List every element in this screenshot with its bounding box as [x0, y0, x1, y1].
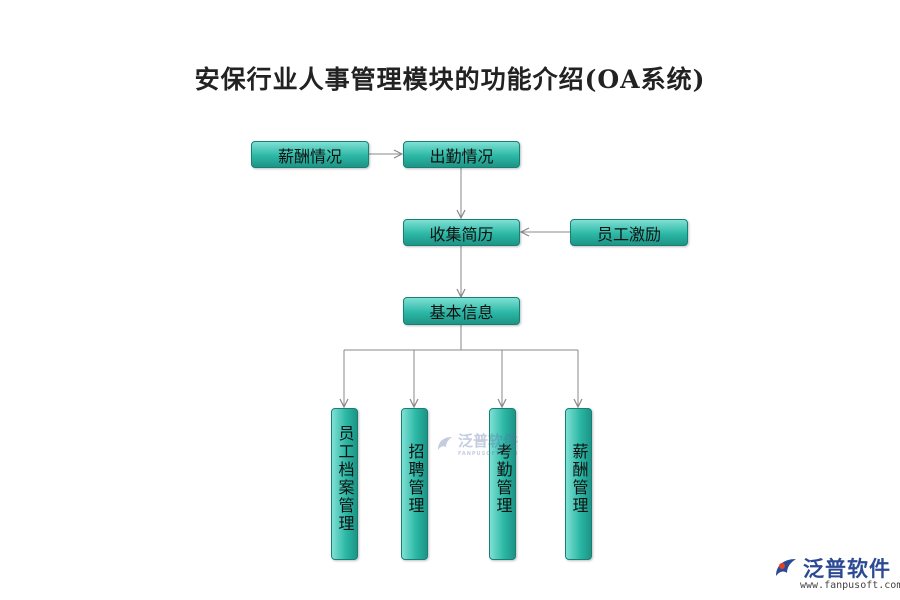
fanpu-logo-icon	[776, 559, 796, 576]
node-employee-incentive: 员工激励	[570, 219, 688, 246]
node-salary-mgmt: 薪酬管理	[565, 408, 592, 560]
center-watermark: 泛普软件 FANPUSOFT.COM	[435, 430, 518, 457]
brand-logo: 泛普软件	[773, 553, 891, 583]
node-basic-info: 基本信息	[403, 297, 520, 325]
watermark-cn: 泛普软件	[458, 432, 519, 450]
node-employee-file-mgmt: 员工档案管理	[331, 408, 358, 560]
page-title: 安保行业人事管理模块的功能介绍(OA系统)	[194, 65, 706, 94]
node-attendance-status: 出勤情况	[403, 141, 520, 168]
node-attendance-mgmt: 考勤管理	[489, 408, 516, 560]
node-recruitment-mgmt: 招聘管理	[401, 408, 428, 560]
node-salary-status: 薪酬情况	[251, 141, 369, 168]
logo-text: 泛普软件	[803, 557, 891, 581]
fanpu-watermark-icon	[438, 436, 452, 450]
watermark-en: FANPUSOFT.COM	[458, 451, 519, 457]
node-collect-resume: 收集简历	[403, 219, 520, 246]
logo-url: www.fanpusoft.com	[800, 580, 900, 591]
